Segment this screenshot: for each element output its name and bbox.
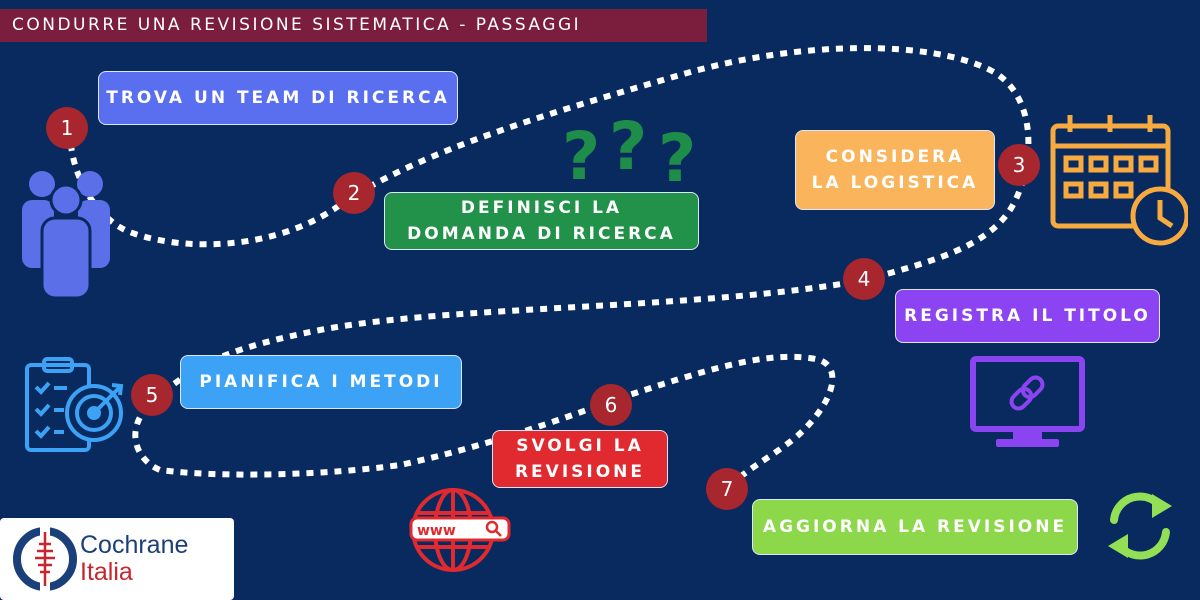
svg-text:?: ? (609, 108, 647, 185)
step-6-box: SVOLGI LA REVISIONE (492, 430, 668, 488)
step-1-box: TROVA UN TEAM DI RICERCA (98, 71, 458, 125)
svg-text:?: ? (658, 120, 696, 190)
clipboard-target-icon (25, 357, 124, 452)
cochrane-logo-mark (13, 526, 77, 592)
step-1-number: 1 (46, 107, 88, 149)
step-7-box: AGGIORNA LA REVISIONE (752, 499, 1078, 555)
step-4-box: REGISTRA IL TITOLO (895, 289, 1160, 343)
step-5-box: PIANIFICA I METODI (180, 355, 462, 409)
step-3-number: 3 (998, 144, 1040, 186)
svg-text:?: ? (562, 118, 600, 190)
step-3-box: CONSIDERA LA LOGISTICA (795, 130, 995, 210)
monitor-link-icon (970, 356, 1085, 447)
page-title: CONDURRE UNA REVISIONE SISTEMATICA - PAS… (0, 9, 707, 42)
team-icon (22, 171, 110, 300)
step-2-box: DEFINISCI LA DOMANDA DI RICERCA (384, 192, 699, 250)
step-7-number: 7 (706, 468, 748, 510)
calendar-clock-icon (1050, 115, 1188, 246)
step-6-number: 6 (590, 384, 632, 426)
step-4-number: 4 (843, 258, 885, 300)
svg-text:www: www (417, 523, 456, 539)
refresh-arrows-icon (1108, 492, 1172, 560)
globe-www-icon: www (409, 488, 511, 572)
logo-cochrane-text: Cochrane (80, 531, 189, 559)
step-5-number: 5 (131, 374, 173, 416)
logo-italia-text: Italia (80, 558, 133, 586)
cochrane-logo: Cochrane Italia (0, 518, 234, 600)
question-marks-icon: ? ? ? (562, 108, 696, 190)
step-2-number: 2 (333, 172, 375, 214)
